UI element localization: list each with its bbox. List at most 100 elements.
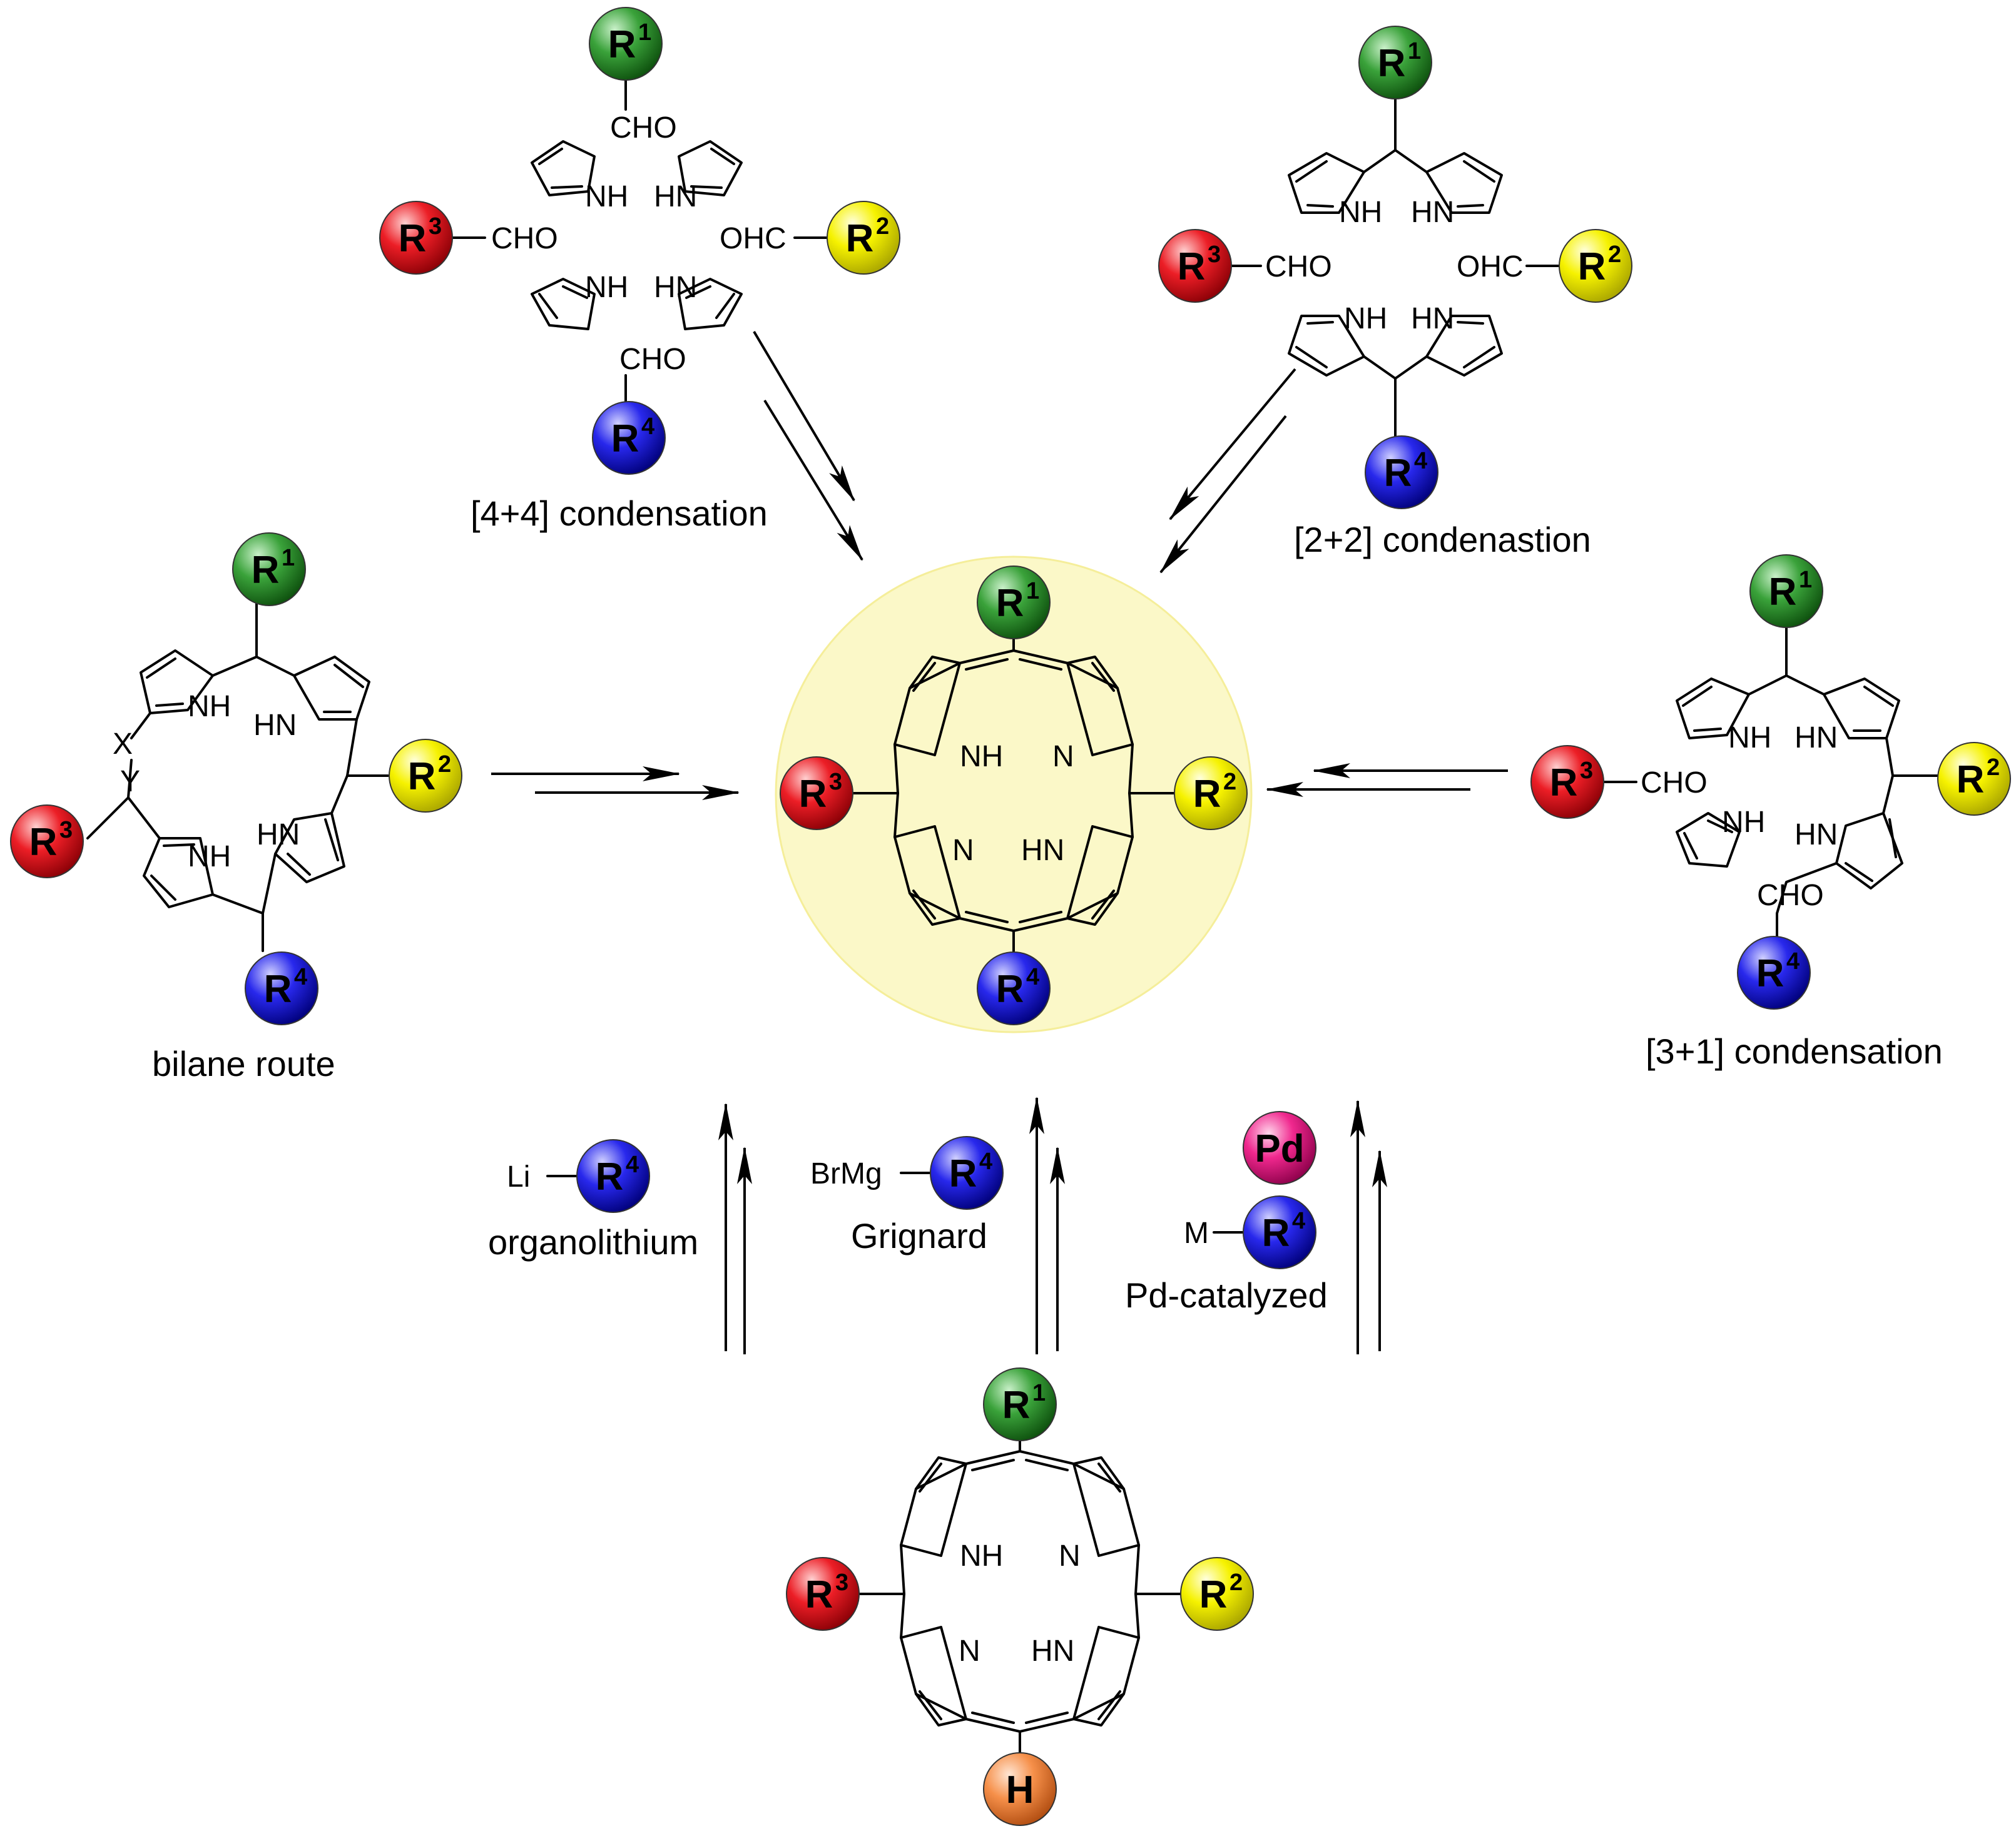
sphere-r4-center-ball [977, 951, 1051, 1025]
sphere-r4-pd-ball [1243, 1195, 1316, 1269]
sphere-r2-center-label: R [1193, 773, 1221, 816]
bottom-hn: HN [1031, 1635, 1074, 1668]
caption-bilane: bilane route [152, 1044, 335, 1083]
sphere-r1-center-superscript: 1 [1026, 578, 1039, 604]
bottom-nh: NH [960, 1539, 1003, 1573]
bilane-x: X [113, 728, 133, 761]
bottom-n-top: N [1059, 1539, 1081, 1573]
sphere-r4-brmg-ball [930, 1136, 1004, 1210]
arrow-22 [1159, 368, 1296, 574]
sphere-r2-44-label: R [846, 217, 874, 260]
sphere-r4-31-ball [1737, 936, 1811, 1010]
sphere-r4-22-superscript: 4 [1414, 448, 1427, 474]
sphere-r3-31-ball [1530, 745, 1604, 819]
bilane-hn-bottom: HN [257, 818, 300, 851]
pyrrole-31 [1676, 812, 1741, 868]
sphere-r3-bottom-superscript: 3 [835, 1570, 848, 1596]
sphere-r1-bilane-superscript: 1 [282, 545, 295, 571]
dipyrromethane-top [1288, 80, 1503, 214]
sphere-r3-31-superscript: 3 [1580, 758, 1593, 784]
sphere-r1-44-label: R [608, 23, 636, 66]
nh-22-bottom: NH [1344, 302, 1387, 335]
nh-44-tl: NH [585, 180, 628, 213]
sphere-r1-22-superscript: 1 [1408, 38, 1421, 64]
sphere-r3-44-label: R [399, 217, 427, 260]
sphere-r3-22-label: R [1178, 245, 1206, 288]
bilane-y: Y [120, 765, 140, 798]
sphere-r2-22-superscript: 2 [1608, 241, 1621, 268]
bilane-nh-bottom: NH [188, 840, 231, 873]
m-label: M [1184, 1217, 1209, 1250]
sphere-r2-31-superscript: 2 [1987, 754, 2000, 781]
caption-grignard: Grignard [851, 1216, 987, 1255]
sphere-r3-44-ball [379, 201, 453, 275]
nh-31-top: NH [1728, 721, 1771, 754]
sphere-r4-44-label: R [611, 417, 639, 460]
sphere-r1-bottom-label: R [1002, 1384, 1031, 1427]
porphyrin-bottom [839, 1402, 1201, 1772]
sphere-r4-li-ball [576, 1139, 650, 1213]
sphere-r4-pd-superscript: 4 [1292, 1208, 1305, 1234]
cho-44-bottom: CHO [619, 343, 686, 376]
ohc-22-right: OHC [1457, 250, 1524, 283]
sphere-r1-31-label: R [1769, 571, 1797, 614]
pyrrole-44-tl [531, 140, 596, 196]
hn-31-bottom: HN [1795, 818, 1838, 851]
sphere-r1-44-ball [589, 7, 663, 81]
hn-22-top: HN [1411, 196, 1454, 229]
sphere-r2-44-ball [827, 201, 900, 275]
cho-44-top: CHO [610, 111, 677, 145]
sphere-r4-31-label: R [1756, 952, 1784, 995]
sphere-r4-bilane-label: R [264, 968, 292, 1011]
sphere-r3-bottom-label: R [805, 1573, 833, 1616]
sphere-h-bottom-label: H [1006, 1768, 1034, 1812]
cho-22-left: CHO [1265, 250, 1332, 283]
sphere-r2-center-superscript: 2 [1223, 769, 1236, 795]
sphere-r4-31-superscript: 4 [1786, 948, 1800, 975]
caption-organolithium: organolithium [488, 1222, 698, 1262]
bilane-hn-top: HN [253, 709, 297, 742]
sphere-h-bottom-ball [983, 1752, 1057, 1826]
caption-31: [3+1] condensation [1646, 1032, 1943, 1071]
brmg-label: BrMg [810, 1157, 882, 1190]
sphere-r4-brmg-superscript: 4 [979, 1149, 992, 1175]
sphere-pd: Pd [1243, 1111, 1316, 1185]
sphere-r4-bilane-superscript: 4 [294, 964, 307, 990]
sphere-r3-44-superscript: 3 [429, 213, 442, 240]
sphere-r2-31-label: R [1957, 758, 1985, 801]
sphere-r3-center-superscript: 3 [829, 769, 842, 795]
sphere-r2-bilane-superscript: 2 [438, 751, 451, 778]
cho-44-left: CHO [491, 222, 558, 255]
caption-44: [4+4] condensation [471, 494, 768, 533]
sphere-r1-bilane-label: R [252, 549, 280, 592]
sphere-pd-ball [1243, 1111, 1316, 1185]
center-nh: NH [960, 740, 1003, 773]
hn-44-tr: HN [654, 180, 697, 213]
porphyrin-center [833, 601, 1194, 980]
cho-31-bottom: CHO [1757, 879, 1824, 912]
sphere-r3-bilane-ball [10, 804, 84, 878]
pyrrole-44-br [678, 278, 743, 330]
ohc-44-right: OHC [720, 222, 787, 255]
sphere-r4-22-ball [1365, 435, 1438, 509]
sphere-r1-bottom-superscript: 1 [1032, 1380, 1046, 1406]
